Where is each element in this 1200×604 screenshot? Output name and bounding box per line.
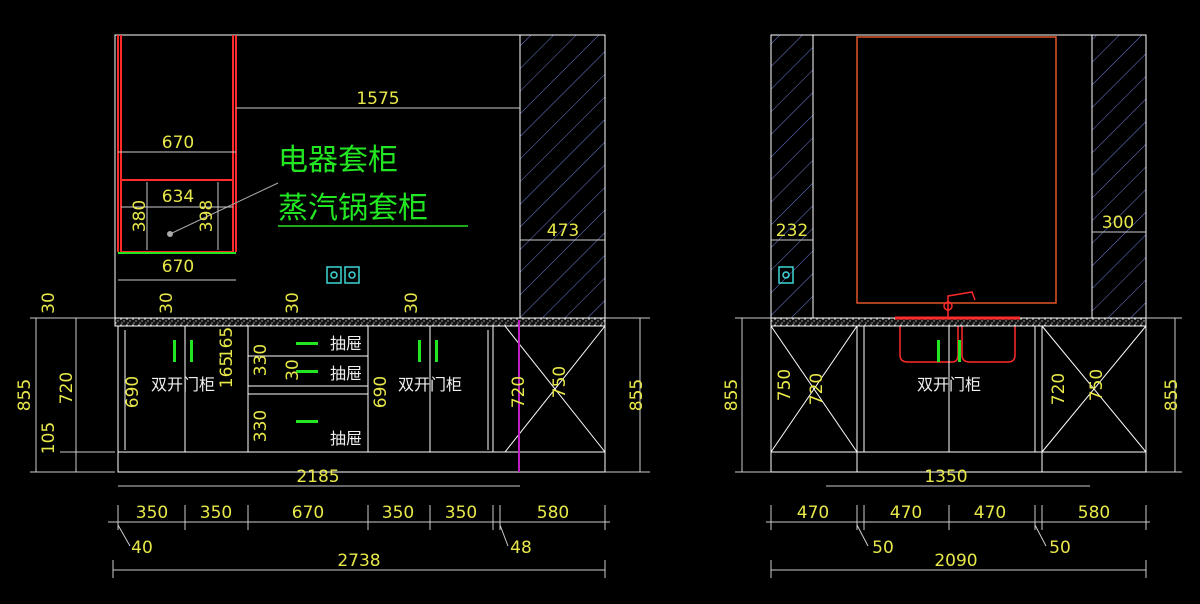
dim-470-c: 470	[974, 503, 1006, 523]
dim-350-b: 350	[200, 503, 232, 523]
dim-330-b: 330	[251, 410, 271, 442]
dim-165-b: 165	[217, 356, 237, 388]
right-elevation: 232 300	[722, 34, 1182, 578]
socket-icon	[326, 266, 360, 284]
dim-350-a: 350	[136, 503, 168, 523]
dim-855-left: 855	[15, 379, 35, 411]
dim-30-top: 30	[39, 292, 59, 314]
dim-50-b: 50	[1049, 538, 1071, 558]
right-socket-icon	[778, 266, 794, 284]
dim-580-r: 580	[1078, 503, 1110, 523]
left-countertop	[114, 317, 606, 327]
right-base-cabinets	[770, 325, 1147, 473]
dim-720-right: 720	[1049, 373, 1069, 405]
left-hatched-column	[519, 34, 606, 321]
double-door-left: 双开门柜	[151, 375, 215, 394]
right-double-door: 双开门柜	[917, 375, 981, 394]
dim-670-base: 670	[292, 503, 324, 523]
right-handle-icons	[937, 340, 961, 362]
right-hatched-column-left	[770, 34, 814, 321]
dim-855-right: 855	[627, 379, 647, 411]
dim-30-a: 30	[157, 292, 177, 314]
dim-2090: 2090	[934, 551, 977, 571]
label-steamer-cabinet: 蒸汽锅套柜	[278, 191, 428, 226]
dim-40: 40	[131, 538, 153, 558]
left-elevation: 1575 670 634 380 398 670 473 电器套柜 蒸汽锅套柜	[15, 34, 650, 578]
double-door-right: 双开门柜	[398, 375, 462, 394]
dim-473: 473	[547, 221, 579, 241]
label-leader	[169, 182, 279, 235]
dim-670-bottom: 670	[162, 257, 194, 277]
dim-48: 48	[510, 538, 532, 558]
dim-232: 232	[776, 221, 808, 241]
dim-50-a: 50	[872, 538, 894, 558]
dim-1575: 1575	[356, 89, 399, 109]
dim-470-b: 470	[890, 503, 922, 523]
drawer-1: 抽屉	[330, 334, 362, 353]
handle-icons	[173, 340, 438, 423]
dim-300: 300	[1102, 213, 1134, 233]
dim-2738: 2738	[337, 551, 380, 571]
dim-720-right: 720	[509, 376, 529, 408]
dim-750-left: 750	[775, 369, 795, 401]
leader-dot	[167, 231, 173, 237]
dim-30-d: 30	[283, 359, 303, 381]
dim-30-b: 30	[283, 292, 303, 314]
right-wall-dim-lines	[771, 231, 1146, 241]
dim-350-d: 350	[445, 503, 477, 523]
dim-105: 105	[39, 422, 59, 454]
dim-30-c: 30	[402, 292, 422, 314]
right-wall-outline	[770, 34, 1147, 321]
dim-690-b: 690	[371, 376, 391, 408]
dim-690-a: 690	[123, 376, 143, 408]
dim-165-a: 165	[217, 327, 237, 359]
left-base-cabinets	[117, 325, 606, 473]
dim-750-right: 750	[1087, 369, 1107, 401]
left-x-panel	[504, 325, 606, 453]
dim-350-c: 350	[382, 503, 414, 523]
dim-750: 750	[550, 366, 570, 398]
drawer-2: 抽屉	[330, 364, 362, 383]
dim-670-top: 670	[162, 133, 194, 153]
dim-2185: 2185	[296, 467, 339, 487]
dim-855-right-r: 855	[1162, 379, 1182, 411]
dim-330-a: 330	[251, 344, 271, 376]
left-outer-dim-lines	[30, 317, 650, 473]
wall-dim-lines	[118, 107, 605, 281]
dim-380: 380	[130, 200, 150, 232]
dim-580: 580	[537, 503, 569, 523]
right-x-panels	[770, 325, 1147, 453]
right-outer-dim-lines	[735, 317, 1182, 578]
drawer-3: 抽屉	[330, 429, 362, 448]
sink-icon	[895, 291, 1020, 363]
left-bottom-dim-lines	[108, 485, 610, 578]
dim-398: 398	[197, 200, 217, 232]
dim-1350: 1350	[924, 467, 967, 487]
dim-634: 634	[162, 187, 194, 207]
dim-720-left: 720	[57, 372, 77, 404]
dim-470-a: 470	[797, 503, 829, 523]
label-appliance-cabinet: 电器套柜	[278, 143, 398, 178]
dim-855-left-r: 855	[722, 379, 742, 411]
dim-720-left: 720	[807, 373, 827, 405]
right-hatched-column-right	[1091, 34, 1147, 321]
fridge-outline	[856, 36, 1057, 304]
